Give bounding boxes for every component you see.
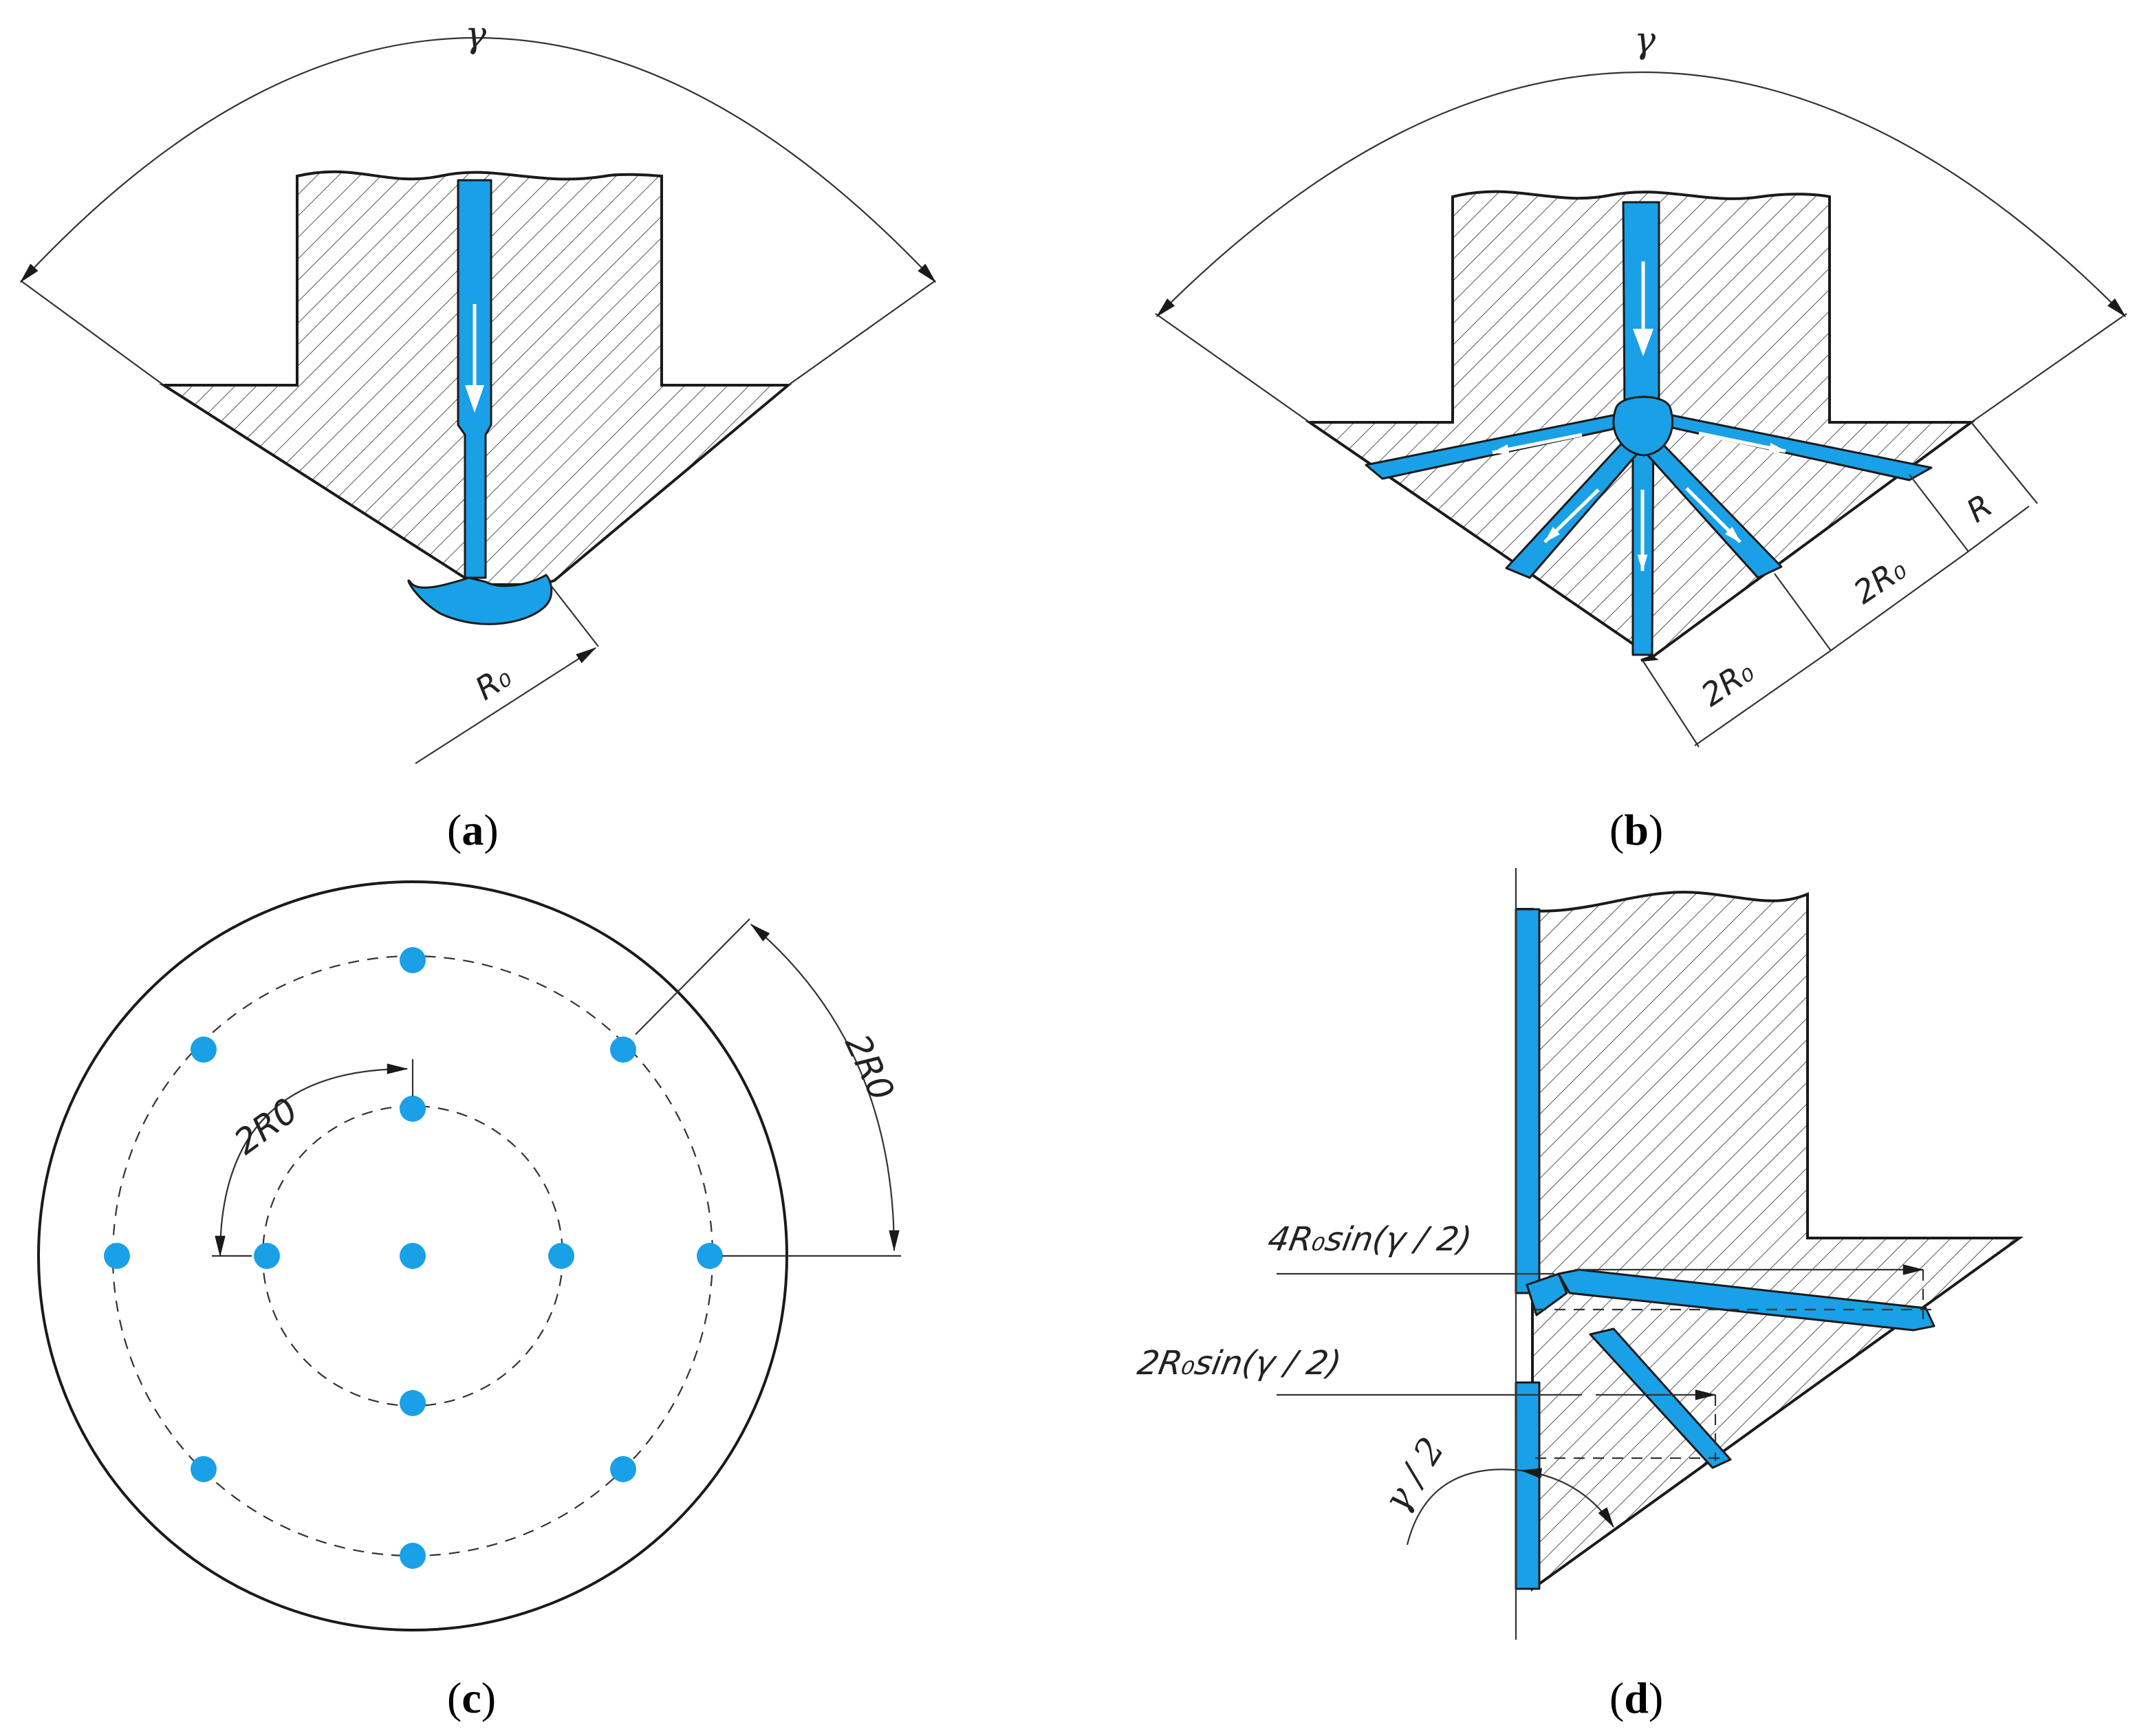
vertical-channel-d-lower: [1515, 1381, 1541, 1590]
orifice-dot-outer-bottom: [400, 1543, 426, 1569]
dim-label-lower-d: 2R₀sin(γ / 2): [1135, 1344, 1345, 1382]
angle-arc-d: [1520, 1468, 1614, 1528]
droplet-a: [407, 574, 553, 625]
orifice-dot-inner-bottom: [400, 1390, 426, 1416]
panel-c: 2R0 2R0 (c): [37, 880, 902, 1722]
orifice-dot-center: [400, 1243, 426, 1269]
angle-label-b: γ: [1634, 20, 1656, 61]
orifice-dot-inner-right: [548, 1243, 574, 1269]
angle-arc-b: [1156, 72, 2127, 318]
dim-b-2R0-upper: [1826, 554, 1965, 654]
panel-label-d: (d): [1609, 1673, 1663, 1722]
angle-leader-d: [1406, 1468, 1522, 1545]
junction-stub-d: [1526, 1272, 1568, 1316]
orifice-dot-outer-top: [400, 947, 426, 973]
orifice-dots-c: [104, 947, 723, 1569]
dim-b-2R0-lower: [1694, 653, 1827, 746]
ext-b-1: [1971, 422, 2038, 504]
panel-d: 4R₀sin(γ / 2) 2R₀sin(γ / 2) γ / 2 (d): [1135, 868, 2024, 1722]
dim-label-R: R: [1960, 487, 1999, 530]
panel-label-b: (b): [1609, 805, 1663, 854]
ext-b-4: [1642, 660, 1700, 748]
orifice-dot-outer-right: [697, 1243, 723, 1269]
orifice-dot-inner-top: [400, 1096, 426, 1122]
radius-extension-a: [550, 584, 599, 647]
dim-label-2R0-lower: 2R₀: [1694, 652, 1760, 713]
dim-label-upper-d: 4R₀sin(γ / 2): [1265, 1220, 1475, 1259]
nozzle-body-d: [1515, 891, 2024, 1592]
extension-line-left-a: [20, 280, 164, 386]
ext-b-2: [1909, 474, 1969, 552]
junction-b: [1612, 395, 1674, 457]
outer-arc-dimension: [750, 924, 900, 1252]
dim-b-R: [1964, 506, 2030, 555]
angle-arc-a: [19, 36, 937, 283]
panel-b: γ R 2R₀ 2R₀ (b): [1155, 20, 2127, 854]
orifice-dot-outer-bottomleft: [191, 1456, 217, 1482]
extension-line-right-a: [788, 280, 936, 386]
extension-line-right-b: [1971, 313, 2127, 423]
inclined-channel-lower-d: [1589, 1327, 1732, 1469]
panel-label-a: (a): [447, 805, 499, 854]
angle-label-a: γ: [465, 14, 487, 56]
flow-arrow-b-right: [1698, 431, 1787, 453]
dim-label-2R0-upper: 2R₀: [1847, 550, 1913, 611]
ext-b-3: [1774, 573, 1832, 651]
panel-a: γ R₀ (a): [19, 14, 937, 854]
outer-arc-label: 2R0: [837, 1028, 902, 1107]
flow-arrowhead-b-down: [1633, 329, 1653, 356]
outer-arc-ext-diag: [635, 918, 750, 1035]
orifice-dot-outer-left: [104, 1243, 130, 1269]
flow-arrow-b-lowerleft: [1543, 488, 1600, 543]
extension-line-left-b: [1155, 313, 1310, 423]
flow-arrowhead-a: [465, 385, 484, 413]
panel-label-c: (c): [447, 1673, 496, 1722]
vertical-channel-d: [1515, 908, 1541, 1294]
inner-arc-label: 2R0: [227, 1090, 305, 1162]
radius-label-a: R₀: [468, 658, 518, 708]
radius-dim-line-a: [415, 647, 597, 764]
inner-arc-dimension: [215, 1063, 409, 1257]
orifice-dot-outer-topleft: [191, 1037, 217, 1063]
orifice-dot-outer-topright: [610, 1037, 636, 1063]
flow-arrow-b-left: [1491, 433, 1583, 455]
flow-arrow-b-lowerright: [1685, 487, 1742, 543]
angle-label-d: γ / 2: [1376, 1431, 1453, 1519]
orifice-dot-outer-bottomright: [610, 1456, 636, 1482]
orifice-dot-inner-left: [254, 1243, 280, 1269]
